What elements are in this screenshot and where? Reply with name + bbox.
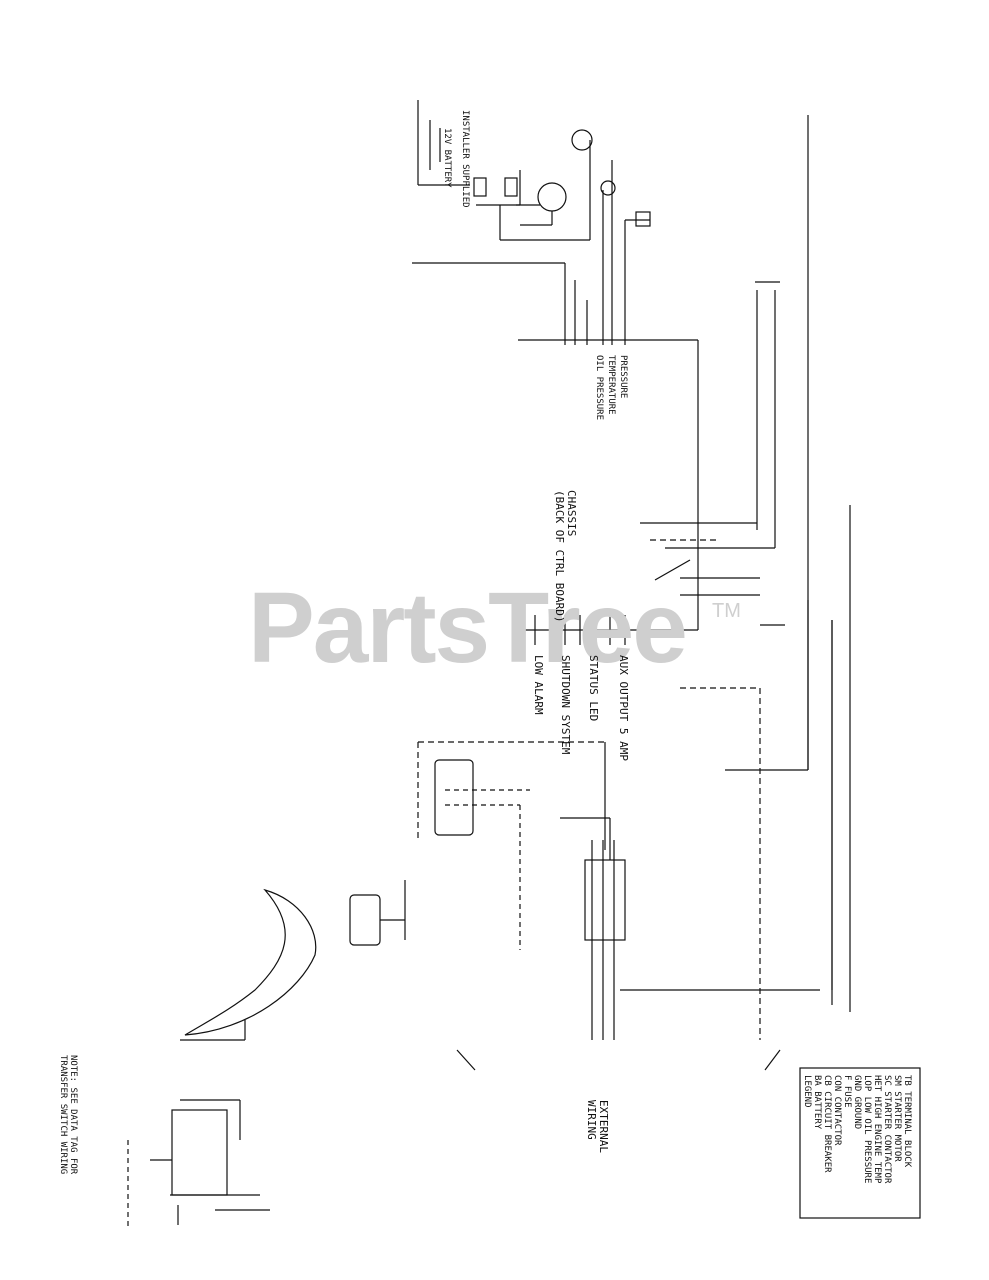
installer-label: INSTALLER SUPPLIED — [460, 110, 470, 208]
legend-line: SM STARTER MOTOR — [892, 1075, 902, 1162]
legend-line: SC STARTER CONTACTOR — [882, 1075, 892, 1184]
legend-line: CON CONTACTOR — [832, 1075, 842, 1146]
legend-line: F FUSE — [842, 1075, 852, 1108]
wiring-label: WIRING — [585, 1100, 598, 1140]
ctrl-board-label: (BACK OF CTRL BOARD) — [553, 490, 566, 623]
legend-line: BA BATTERY — [812, 1075, 822, 1130]
note-line-1: NOTE: SEE DATA TAG FOR — [68, 1055, 78, 1175]
status-label: STATUS LED — [587, 655, 600, 722]
legend-title: LEGEND — [802, 1075, 812, 1108]
shutdown-label: SHUTDOWN SYSTEM — [559, 655, 572, 755]
watermark-text: PartsTree — [248, 572, 688, 684]
aux-label: AUX OUTPUT 5 AMP — [617, 655, 630, 761]
temperature-label: TEMPERATURE — [606, 355, 616, 415]
legend-line: TB TERMINAL BLOCK — [902, 1075, 912, 1168]
legend-line: LOP LOW OIL PRESSURE — [862, 1075, 872, 1184]
note-line-2: TRANSFER SWITCH WIRING — [58, 1055, 68, 1175]
low-alarm-label: LOW ALARM — [532, 655, 545, 715]
legend-line: GND GROUND — [852, 1075, 862, 1130]
oil-pressure-label: OIL PRESSURE — [594, 355, 604, 421]
watermark-tm: TM — [712, 600, 741, 622]
battery-label: 12V BATTERY — [442, 128, 452, 188]
external-label: EXTERNAL — [597, 1100, 610, 1153]
legend-line: CB CIRCUIT BREAKER — [822, 1075, 832, 1173]
chassis-label: CHASSIS — [565, 490, 578, 537]
legend-line: HET HIGH ENGINE TEMP — [872, 1075, 882, 1184]
pressure-label: PRESSURE — [618, 355, 628, 399]
